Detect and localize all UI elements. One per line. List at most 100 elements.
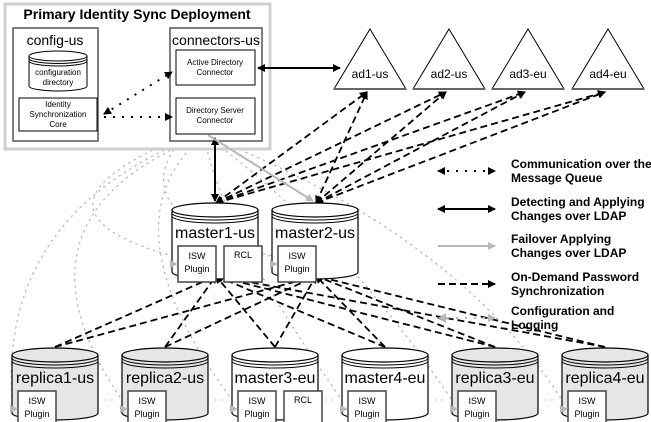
cylinder-ring xyxy=(271,212,359,221)
password-sync-line xyxy=(315,91,447,204)
legend-label: Message Queue xyxy=(511,171,603,185)
cylinder-ring xyxy=(11,360,99,369)
password-sync-line xyxy=(215,275,276,348)
log-arrow-icon xyxy=(450,405,458,413)
label: configuration xyxy=(35,68,81,77)
plugin-label: RCL xyxy=(234,250,252,260)
cylinder-ring xyxy=(231,360,319,369)
plugin-label: ISW xyxy=(189,251,207,261)
plugin-box xyxy=(17,390,57,422)
plugin-label: Plugin xyxy=(574,409,599,419)
rcl-plugin: RCL xyxy=(223,245,263,283)
cylinder-top xyxy=(171,202,259,218)
plugin-label: Plugin xyxy=(24,409,49,419)
plugin-box xyxy=(223,245,263,283)
cylinder-ring xyxy=(171,215,259,224)
log-arrow-icon xyxy=(10,405,18,413)
ad-server-ad4-eu: ad4-eu xyxy=(571,28,645,90)
cylinder-ring xyxy=(231,357,319,366)
cylinder-ring xyxy=(121,360,209,369)
plugin-box xyxy=(237,390,277,422)
server-name: master4-eu xyxy=(345,370,426,387)
cylinder-top xyxy=(28,50,88,62)
plugin-label: Plugin xyxy=(134,409,159,419)
plugin-label: ISW xyxy=(469,396,487,406)
legend-label: Logging xyxy=(511,318,558,332)
server-name: replica2-us xyxy=(126,370,204,387)
password-sync-line xyxy=(315,90,606,205)
ad-server-ad3-eu: ad3-eu xyxy=(491,28,565,90)
password-sync-line xyxy=(215,90,606,205)
password-sync-line xyxy=(215,273,496,348)
legend-label: Detecting and Applying xyxy=(511,195,645,209)
cylinder-ring xyxy=(561,360,649,369)
log-arrow-icon xyxy=(230,405,238,413)
label: Directory Server xyxy=(186,106,244,115)
server-name: replica1-us xyxy=(16,370,94,387)
label: Identity xyxy=(45,100,71,109)
legend-label: Configuration and xyxy=(511,304,614,318)
label: Active Directory xyxy=(187,58,243,67)
cylinder-top xyxy=(11,347,99,363)
cylinder-ring xyxy=(271,215,359,224)
password-sync-line xyxy=(164,275,217,348)
diagram-title: Primary Identity Sync Deployment xyxy=(23,6,251,22)
password-sync-line xyxy=(215,275,386,348)
plugin-label: ISW xyxy=(249,396,267,406)
connectors-us-name: connectors-us xyxy=(172,32,260,48)
plugin-label: ISW xyxy=(579,396,597,406)
legend-label: Changes over LDAP xyxy=(511,209,626,223)
plugin-box xyxy=(283,390,323,422)
plugin-label: ISW xyxy=(359,396,377,406)
plugin-label: Plugin xyxy=(184,264,209,274)
isw-plugin: ISW Plugin xyxy=(347,390,387,422)
cylinder-ring xyxy=(341,357,429,366)
cylinder-ring xyxy=(121,357,209,366)
legend-label: Synchronization xyxy=(511,284,604,298)
ad-server-name: ad1-us xyxy=(352,67,389,81)
password-sync-lines xyxy=(54,90,606,348)
cylinder-top xyxy=(231,347,319,363)
isw-plugin: ISW Plugin xyxy=(567,390,607,422)
label: Connector xyxy=(197,116,234,125)
cylinder-top xyxy=(271,202,359,218)
password-sync-line xyxy=(164,275,317,348)
password-sync-line xyxy=(315,273,606,348)
password-sync-line xyxy=(274,275,317,348)
plugin-label: Plugin xyxy=(244,409,269,419)
identity-sync-core-box xyxy=(18,97,98,132)
password-sync-line xyxy=(54,273,317,348)
plugin-label: RCL xyxy=(294,395,312,405)
ad-server-ad2-us: ad2-us xyxy=(412,28,486,90)
server-name: master2-us xyxy=(275,225,355,242)
config-logging-line xyxy=(74,139,194,401)
cylinder-ring xyxy=(11,357,99,366)
cylinder-ring xyxy=(451,357,539,366)
plugin-label: Plugin xyxy=(354,409,379,419)
plugin-label: ISW xyxy=(289,251,307,261)
password-sync-line xyxy=(54,275,217,348)
log-arrow-icon xyxy=(340,405,348,413)
config-us-name: config-us xyxy=(27,32,84,48)
ad-connector-box xyxy=(175,49,256,86)
isw-plugin: ISW Plugin xyxy=(177,245,217,283)
plugin-box xyxy=(277,245,317,283)
config-logging-line xyxy=(92,139,176,257)
failover-line-master2 xyxy=(207,134,314,202)
cylinder-ring xyxy=(28,60,88,67)
cylinder-ring xyxy=(28,58,88,64)
